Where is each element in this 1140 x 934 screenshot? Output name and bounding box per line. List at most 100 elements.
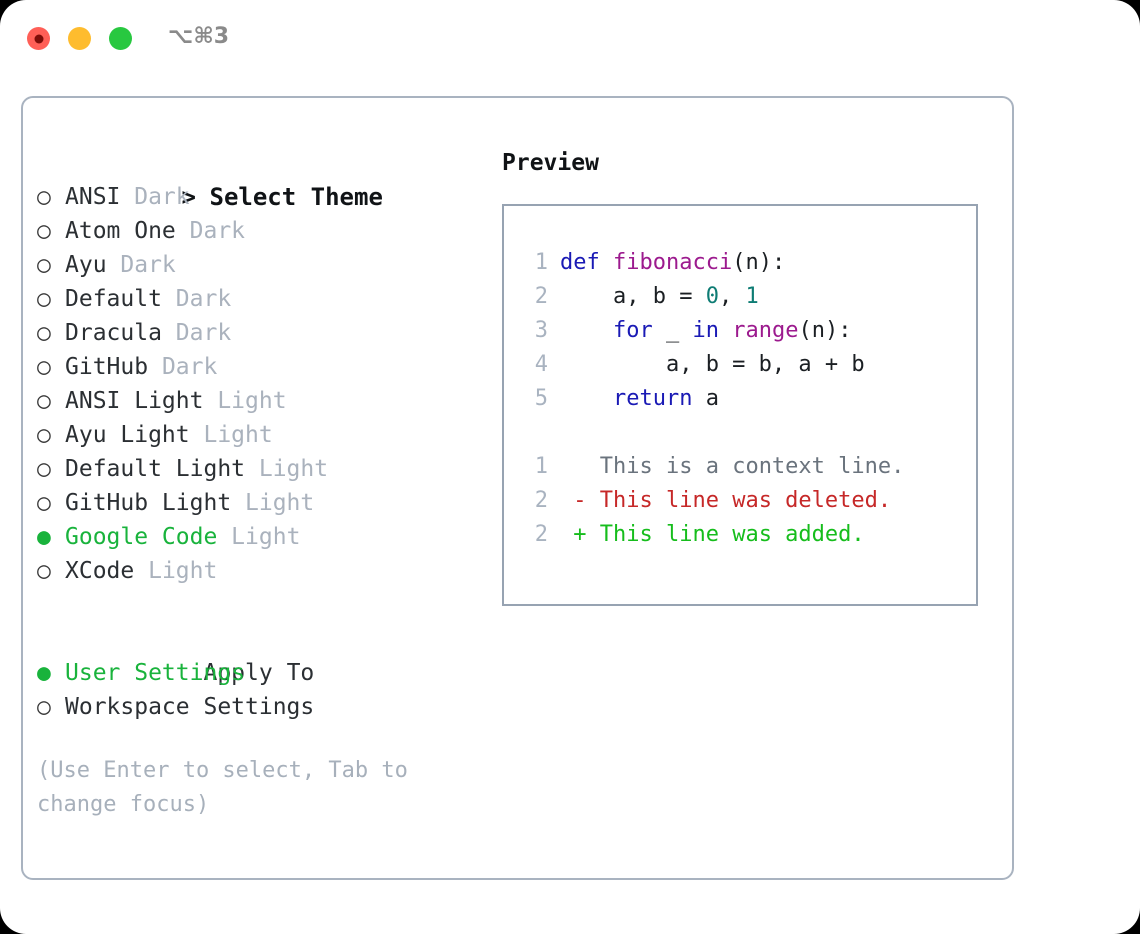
theme-variant-label: Dark [106,252,176,278]
radio-unselected-icon[interactable]: ○ [37,456,51,482]
theme-variant-label: Dark [175,218,246,244]
radio-unselected-icon[interactable]: ○ [37,558,51,584]
code-token [560,318,613,343]
line-number: 2 [534,488,548,513]
theme-variant-label: Light [231,490,315,516]
code-token [600,250,613,275]
radio-unselected-icon[interactable]: ○ [37,286,51,312]
theme-list-item[interactable]: ○ Atom One Dark [37,214,507,248]
diff-sign: - [560,488,600,513]
line-number: 1 [534,250,548,275]
radio-unselected-icon[interactable]: ○ [37,252,51,278]
code-token: 1 [745,284,759,309]
theme-name-label: Default Light [65,456,246,482]
theme-list-item[interactable]: ○ ANSI Light Light [37,384,507,418]
radio-unselected-icon[interactable]: ○ [37,388,51,414]
diff-text: This is a context line. [599,454,905,479]
radio-unselected-icon[interactable]: ○ [37,490,51,516]
line-number: 4 [534,352,548,377]
code-token: for [612,318,653,343]
theme-name-label: ANSI Light [65,388,204,414]
code-token: in [692,318,719,343]
diff-line: 2 - This line was deleted. [522,484,976,518]
code-token: return [612,386,693,411]
code-token [560,386,613,411]
diff-line: 2 + This line was added. [522,518,976,552]
radio-unselected-icon[interactable]: ○ [37,218,51,244]
diff-text: This line was deleted. [599,488,892,513]
theme-variant-label: Dark [161,320,232,346]
apply-to-list[interactable]: ● User Settings ○ Workspace Settings [37,656,507,724]
code-token: fibonacci [613,250,733,275]
minimize-button[interactable] [68,27,91,50]
theme-list-item[interactable]: ○ GitHub Dark [37,350,507,384]
radio-unselected-icon[interactable]: ○ [37,354,51,380]
line-number: 1 [534,454,548,479]
line-number: 2 [534,522,548,547]
theme-list-item[interactable]: ○ ANSI Dark [37,180,507,214]
theme-name-label: ANSI [65,184,121,210]
theme-selector-column: >Select Theme ○ ANSI Dark ○ Atom One Dark ○ A… [37,146,507,822]
radio-unselected-icon[interactable]: ○ [37,422,51,448]
code-diff-gap [522,416,976,450]
code-line: 4 a, b = b, a + b [522,348,976,382]
line-number: 2 [534,284,548,309]
theme-list-item[interactable]: ●Google Code Light [37,520,507,554]
theme-list-header: >Select Theme [37,146,507,211]
radio-unselected-icon[interactable]: ○ [37,184,51,210]
diff-sign: + [560,522,600,547]
theme-name-label: Ayu Light [65,422,190,448]
theme-list-item[interactable]: ○Default Light Light [37,452,507,486]
theme-name-label: XCode [65,558,135,584]
apply-to-label: User Settings [65,660,246,686]
theme-list-item[interactable]: ○ Dracula Dark [37,316,507,350]
theme-list-item[interactable]: ○Default Dark [37,282,507,316]
theme-list-item[interactable]: ○GitHub Light Light [37,486,507,520]
theme-name-label: Atom One [65,218,176,244]
apply-to-item[interactable]: ○ Workspace Settings [37,690,507,724]
theme-variant-label: Light [203,388,287,414]
code-token: a [692,386,719,411]
theme-list-item[interactable]: ○ XCode Light [37,554,507,588]
code-line: 2 a, b = 0, 1 [522,280,976,314]
diff-sign [560,454,600,479]
main-panel: >Select Theme ○ ANSI Dark ○ Atom One Dark ○ A… [21,96,1014,880]
line-number: 3 [534,318,548,343]
code-token: a, b = [560,284,706,309]
theme-variant-label: Dark [120,184,190,210]
code-token [719,318,732,343]
radio-selected-icon[interactable]: ● [37,524,51,550]
theme-variant-label: Dark [148,354,218,380]
theme-variant-label: Light [134,558,218,584]
title-bar: ⌥⌘3 [0,0,1140,78]
radio-unselected-icon[interactable]: ○ [37,320,51,346]
prompt-caret-icon: > [181,183,196,211]
list-spacer [37,588,507,622]
code-token: , [718,284,746,309]
close-button[interactable] [27,27,50,50]
line-number: 5 [534,386,548,411]
theme-variant-label: Light [189,422,273,448]
code-token: (n): [798,318,852,343]
apply-to-label: Workspace Settings [65,694,315,720]
theme-list-item[interactable]: ○ Ayu Dark [37,248,507,282]
maximize-button[interactable] [109,27,132,50]
apply-to-item[interactable]: ● User Settings [37,656,507,690]
code-token: _ [652,318,693,343]
theme-list[interactable]: ○ ANSI Dark ○ Atom One Dark ○ Ayu Dark ○ Defaul… [37,180,507,588]
radio-selected-icon[interactable]: ● [37,660,51,686]
theme-name-label: Ayu [65,252,107,278]
theme-name-label: Default [65,286,162,312]
code-token: range [732,318,799,343]
theme-name-label: Dracula [65,320,162,346]
preview-title: Preview [502,150,599,176]
theme-list-item[interactable]: ○ Ayu Light Light [37,418,507,452]
radio-unselected-icon[interactable]: ○ [37,694,51,720]
diff-line: 1 This is a context line. [522,450,976,484]
code-token: (n): [732,250,786,275]
theme-name-label: GitHub [65,354,149,380]
